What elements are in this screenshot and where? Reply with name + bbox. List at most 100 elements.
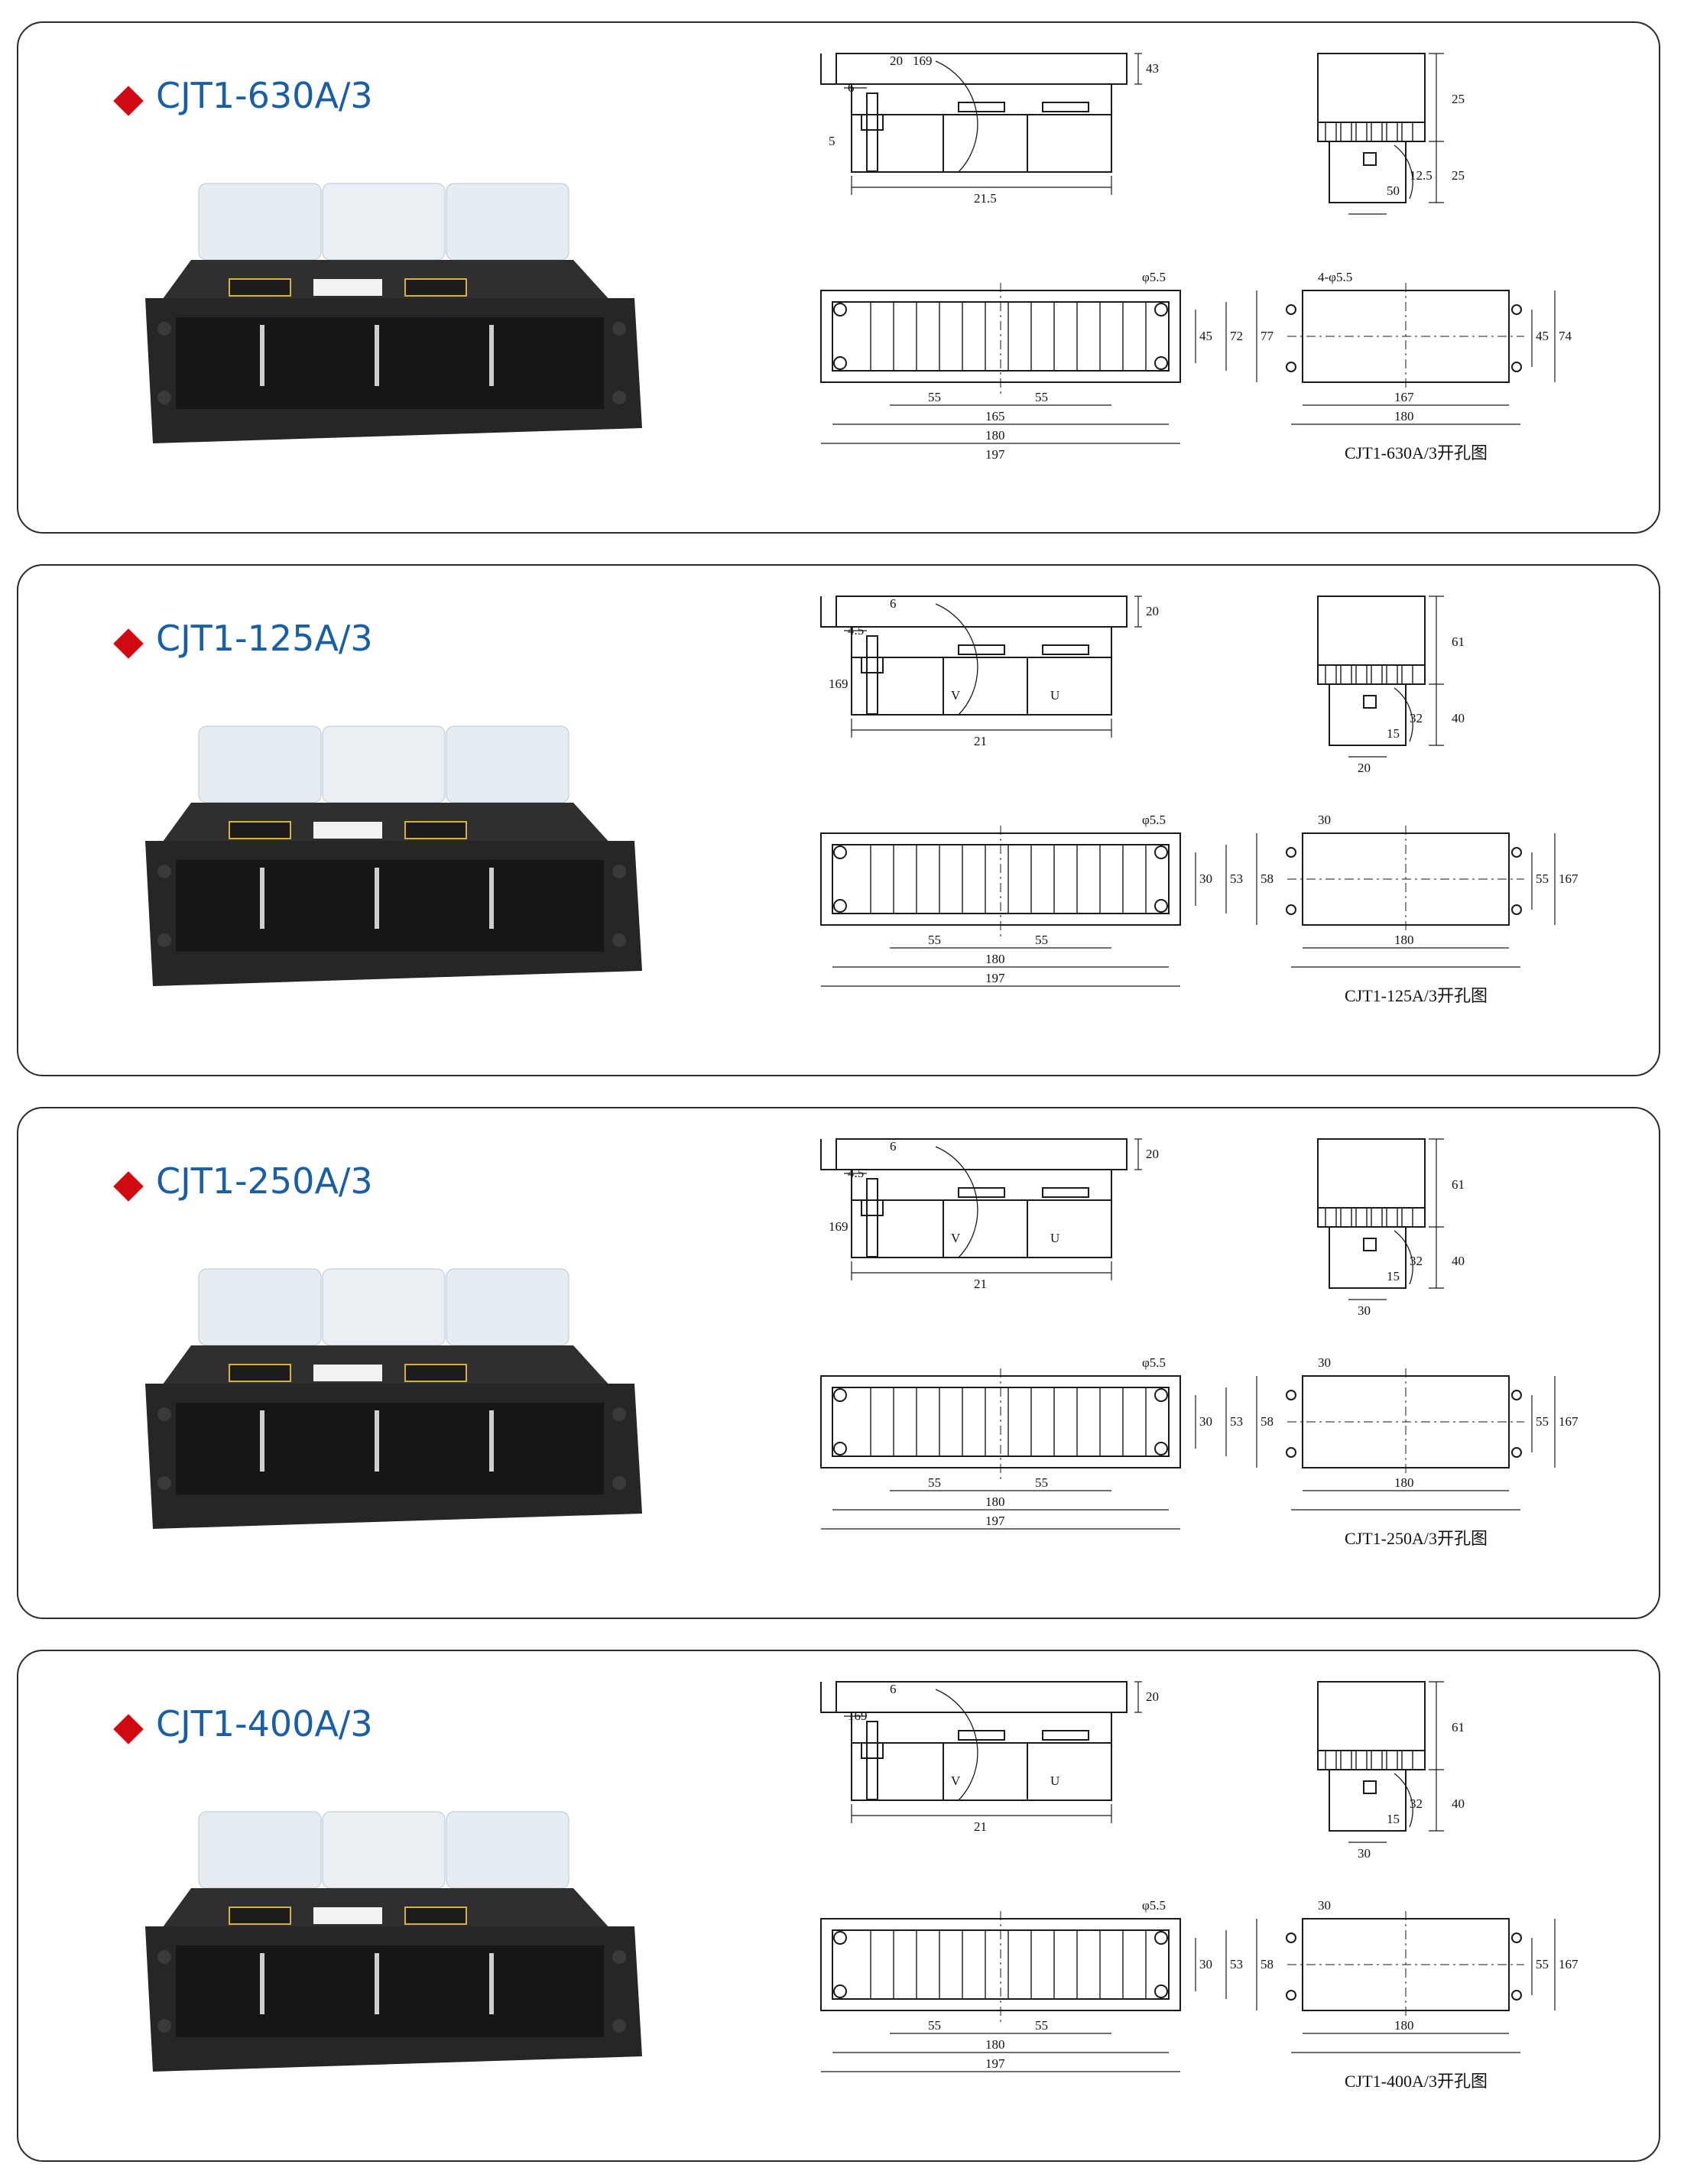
product-photo <box>145 176 642 459</box>
dim-side-lower: 40 <box>1452 1796 1465 1811</box>
dim-plan-outer: 58 <box>1261 871 1274 886</box>
dim-plan-a: 180 <box>985 952 1005 966</box>
dim-top-offset: 6 <box>890 1139 897 1154</box>
front-view: V U 21 20 6 4.5 169 <box>820 1138 1159 1291</box>
side-view: 61 32 40 15 30 <box>1317 1681 1465 1861</box>
product-photo <box>145 1804 642 2087</box>
dimension-drawing: V U 21 20 6 169 <box>737 1666 1579 2140</box>
dim-pitch-left: 55 <box>928 390 941 404</box>
plan-view: φ5.5 30 53 58 55 55 180 197 <box>820 813 1274 987</box>
dim-cutout-167: 167 <box>1394 390 1414 404</box>
terminal-housing <box>145 1888 642 2072</box>
dim-pin-width: 4.5 <box>848 1166 864 1180</box>
dim-pin-width: 169 <box>848 1709 868 1723</box>
cutout-view: 30 55 167 180 CJT1-400A/3开孔图 <box>1286 1898 1579 2091</box>
terminal-housing <box>145 260 642 443</box>
dim-plan-a: 180 <box>985 1494 1005 1509</box>
dim-cutout-180: 180 <box>1394 409 1414 423</box>
bullet-diamond-icon <box>113 86 144 116</box>
dim-side-width: 20 <box>1358 761 1371 775</box>
dim-plan-a: 165 <box>985 409 1005 423</box>
front-view: 21.5 43 20 6 5 169 <box>820 53 1159 206</box>
plan-view: φ5.5 30 53 58 55 55 180 197 <box>820 1898 1274 2072</box>
dim-side-mid: 32 <box>1410 711 1423 725</box>
cutout-caption: CJT1-250A/3开孔图 <box>1345 1529 1488 1548</box>
cutout-view: 30 55 167 180 CJT1-250A/3开孔图 <box>1286 1355 1579 1548</box>
side-view: 25 12.5 25 50 <box>1317 53 1465 215</box>
product-title: CJT1-400A/3 <box>156 1703 373 1744</box>
dim-plan-outer: 58 <box>1261 1414 1274 1429</box>
plan-view: φ5.5 45 72 77 55 55 165 180 197 <box>820 270 1274 462</box>
dim-side-mid: 32 <box>1410 1254 1423 1268</box>
dim-cover-height: 20 <box>1146 1689 1159 1704</box>
dim-side-width: 30 <box>1358 1303 1371 1318</box>
dim-cutout-167: 180 <box>1394 933 1414 947</box>
dim-cutout-167: 180 <box>1394 1475 1414 1490</box>
phase-v: V <box>951 1773 961 1788</box>
cutout-caption: CJT1-400A/3开孔图 <box>1345 2072 1488 2091</box>
transparent-cover <box>198 1268 569 1346</box>
dim-hole-dia: φ5.5 <box>1142 1355 1166 1370</box>
dim-plan-mid: 53 <box>1230 1414 1243 1429</box>
product-title: CJT1-125A/3 <box>156 618 373 659</box>
bullet-diamond-icon <box>113 628 144 659</box>
dim-plan-b: 197 <box>985 1514 1005 1528</box>
cutout-caption: CJT1-630A/3开孔图 <box>1345 443 1488 462</box>
dim-side-mid: 12.5 <box>1410 168 1433 183</box>
dim-width-169: 21.5 <box>974 191 997 206</box>
dim-side-lower: 25 <box>1452 168 1465 183</box>
dim-pin-gap: 169 <box>829 1219 848 1234</box>
dim-pitch-right: 55 <box>1035 933 1048 947</box>
dim-plan-outer: 58 <box>1261 1957 1274 1971</box>
dimension-drawing: 21.5 43 20 6 5 169 25 12.5 25 50 <box>737 38 1578 512</box>
dim-width-169: 21 <box>974 734 987 748</box>
dim-side-height: 61 <box>1452 634 1465 649</box>
dim-hole-dia: φ5.5 <box>1142 270 1166 284</box>
dimension-drawing: V U 21 20 6 4.5 169 <box>737 581 1579 1055</box>
dim-cover-height: 20 <box>1146 1147 1159 1161</box>
dim-cutout-label: 4-φ5.5 <box>1318 270 1352 284</box>
phase-u: U <box>1050 1773 1059 1788</box>
phase-u: U <box>1050 1231 1059 1245</box>
dim-cover-height: 20 <box>1146 604 1159 618</box>
dim-side-small: 15 <box>1387 726 1400 741</box>
front-view: V U 21 20 6 4.5 169 <box>820 595 1159 748</box>
dim-pin-width: 6 <box>848 80 855 95</box>
product-panel: CJT1-250A/3 V U <box>17 1107 1660 1619</box>
dim-plan-c: 197 <box>985 447 1005 462</box>
dim-plan-b: 180 <box>985 428 1005 443</box>
dim-cutout-167: 180 <box>1394 2018 1414 2033</box>
plan-view: φ5.5 30 53 58 55 55 180 197 <box>820 1355 1274 1530</box>
cutout-view: 4-φ5.5 45 74 167 180 CJT1-630A/3开孔图 <box>1286 270 1572 462</box>
transparent-cover <box>198 725 569 803</box>
dim-width-169: 21 <box>974 1277 987 1291</box>
dimension-drawing: V U 21 20 6 4.5 169 <box>737 1124 1579 1598</box>
cutout-caption: CJT1-125A/3开孔图 <box>1345 986 1488 1005</box>
dim-cover-height: 43 <box>1146 61 1159 76</box>
dim-extra: 169 <box>913 54 933 68</box>
dim-cutout-inner: 45 <box>1536 329 1549 343</box>
product-panel: CJT1-125A/3 V U <box>17 564 1660 1076</box>
dim-side-height: 25 <box>1452 92 1465 106</box>
product-photo <box>145 1261 642 1544</box>
dim-cutout-label: 30 <box>1318 1898 1331 1913</box>
dim-pin-gap: 169 <box>829 677 848 691</box>
dim-pin-gap: 5 <box>829 134 836 148</box>
dim-top-offset: 6 <box>890 596 897 611</box>
dim-width-169: 21 <box>974 1819 987 1834</box>
dim-cutout-label: 30 <box>1318 813 1331 827</box>
side-view: 61 32 40 15 20 <box>1317 595 1465 775</box>
bullet-diamond-icon <box>113 1714 144 1744</box>
dim-top-offset: 20 <box>890 54 903 68</box>
dim-cutout-outer: 167 <box>1559 1414 1578 1429</box>
dim-plan-inner: 30 <box>1199 1957 1212 1971</box>
dim-pin-width: 4.5 <box>848 623 864 638</box>
dim-plan-inner: 30 <box>1199 871 1212 886</box>
product-photo <box>145 719 642 1001</box>
terminal-housing <box>145 1345 642 1529</box>
dim-plan-mid: 72 <box>1230 329 1243 343</box>
dim-cutout-outer: 74 <box>1559 329 1572 343</box>
dim-plan-outer: 77 <box>1261 329 1274 343</box>
dim-cutout-outer: 167 <box>1559 1957 1578 1971</box>
dim-cutout-outer: 167 <box>1559 871 1578 886</box>
